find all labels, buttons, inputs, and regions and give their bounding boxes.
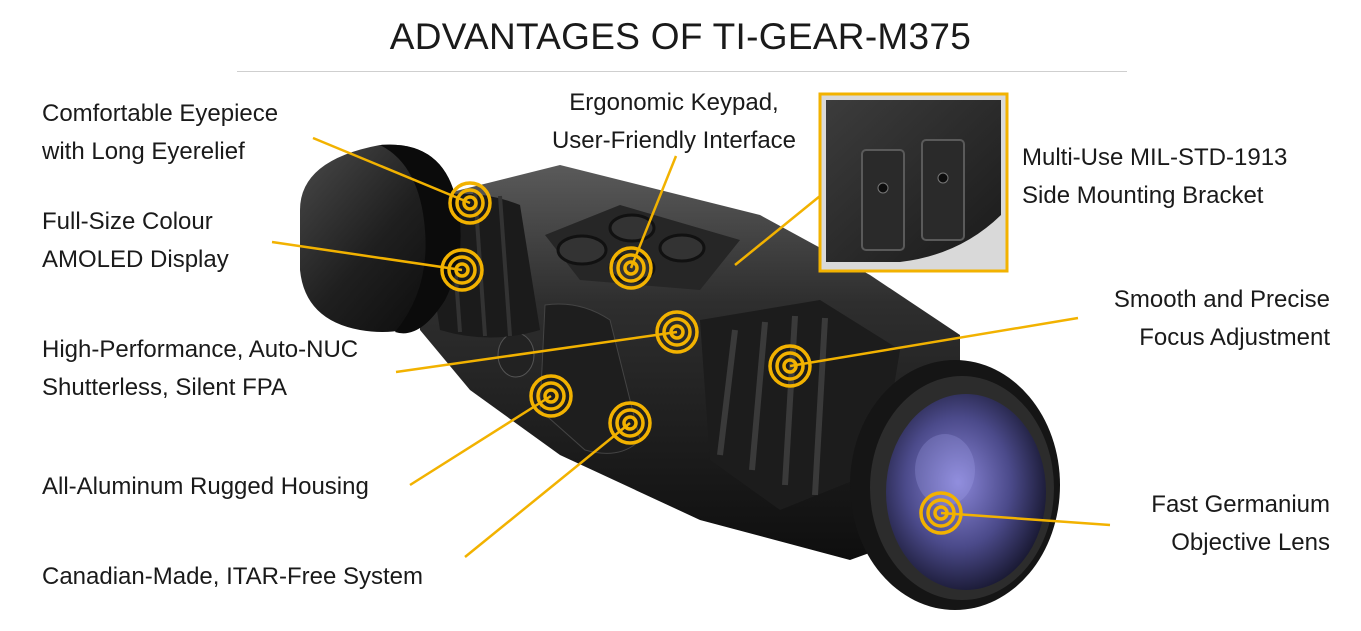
feature-line: Comfortable Eyepiece [42,100,279,127]
feature-line: Multi-Use MIL-STD-1913 [1022,144,1288,171]
marker-fpa-icon [655,310,699,354]
feature-focus: Smooth and Precise Focus Adjustment [1050,281,1330,357]
marker-display-icon [440,248,484,292]
feature-fpa: High-Performance, Auto-NUC Shutterless, … [42,331,358,407]
bracket-inset [818,92,1009,273]
leader-display [271,240,463,272]
feature-keypad: Ergonomic Keypad, User-Friendly Interfac… [536,84,812,160]
feature-line: Canadian-Made, ITAR-Free System [42,563,424,590]
feature-line: with Long Eyerelief [42,138,245,165]
feature-display: Full-Size Colour AMOLED Display [42,203,229,279]
feature-bracket: Multi-Use MIL-STD-1913 Side Mounting Bra… [1022,139,1287,215]
leader-eyepiece [312,136,471,205]
feature-line: Smooth and Precise [1113,286,1330,313]
feature-line: Focus Adjustment [1139,324,1330,351]
feature-line: Full-Size Colour [42,208,213,235]
feature-lens: Fast Germanium Objective Lens [1080,486,1330,562]
title-divider [237,71,1127,72]
objective-lens [886,394,1046,590]
marker-canadian-icon [608,401,652,445]
feature-line: Ergonomic Keypad, [569,89,779,116]
page-title: ADVANTAGES OF TI-GEAR-M375 [389,16,972,57]
eyecup [300,144,461,334]
feature-line: Side Mounting Bracket [1022,182,1264,209]
leader-canadian [464,422,631,558]
leader-focus [789,316,1079,368]
leader-fpa [395,330,678,374]
feature-housing: All-Aluminum Rugged Housing [42,468,369,506]
leader-bracket [734,195,821,266]
marker-housing-icon [529,374,573,418]
marker-lens-icon [919,491,963,535]
leader-lens [940,511,1111,527]
leader-housing [409,394,552,487]
marker-keypad-icon [609,246,653,290]
objective-housing [850,360,1060,610]
feature-line: Fast Germanium [1151,491,1330,518]
feature-line: Shutterless, Silent FPA [42,374,287,401]
marker-focus-icon [768,344,812,388]
feature-canadian: Canadian-Made, ITAR-Free System [42,558,423,596]
feature-line: AMOLED Display [42,246,229,273]
feature-line: High-Performance, Auto-NUC [42,336,359,363]
feature-line: Objective Lens [1171,529,1330,556]
leader-lines [271,136,1111,558]
feature-line: User-Friendly Interface [551,127,797,154]
feature-eyepiece: Comfortable Eyepiece with Long Eyerelief [42,95,278,171]
feature-line: All-Aluminum Rugged Housing [42,473,369,500]
marker-eyepiece-icon [448,181,492,225]
